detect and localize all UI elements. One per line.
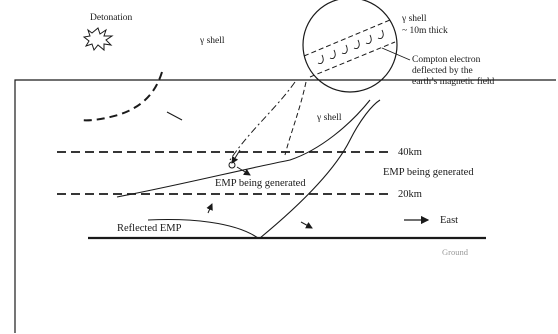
gamma-shell-upper — [79, 71, 163, 122]
compton-curls — [317, 29, 384, 64]
compton-label-2: deflected by the — [412, 65, 473, 76]
compton-label-1: Compton electron — [412, 55, 481, 65]
reflected-emp-label: Reflected EMP — [117, 223, 182, 234]
gamma-shell-top-label: γ shell — [199, 36, 225, 46]
gamma-trajectory-dashdot — [229, 81, 296, 161]
emp-generated-center-label: EMP being generated — [215, 178, 306, 189]
atmosphere-frame — [14, 79, 556, 333]
inset-shell-label: γ shell — [401, 14, 427, 24]
shell-front-arrow — [300, 221, 313, 229]
compton-label-3: earth’s magnetic field — [412, 76, 495, 87]
gamma-shell-upper-tick — [166, 111, 183, 121]
emp-generated-right-label: EMP being generated — [383, 167, 474, 178]
altitude-20km-label: 20km — [398, 189, 422, 200]
shell-front-right — [259, 99, 381, 239]
detonation-label: Detonation — [90, 13, 132, 23]
east-label: East — [440, 215, 458, 226]
ground-label: Ground — [442, 247, 469, 257]
emp-source-point — [228, 161, 236, 169]
gamma-shell-lower-label: γ shell — [316, 113, 342, 123]
inset-circle — [302, 0, 398, 93]
inset-shell-line-1 — [309, 41, 396, 78]
detonation-burst-icon — [82, 27, 114, 52]
compton-pointer — [381, 47, 411, 61]
inset-thickness-label: ~ 10m thick — [402, 26, 448, 36]
reflected-emp-curve — [147, 218, 259, 239]
gamma-trajectory-dashed — [284, 81, 307, 156]
shell-front-left — [116, 99, 371, 198]
emp-source-arrow — [236, 166, 251, 176]
reflected-emp-arrow — [206, 203, 213, 214]
gamma-trajectory-arrow — [231, 149, 241, 164]
altitude-40km-label: 40km — [398, 147, 422, 158]
